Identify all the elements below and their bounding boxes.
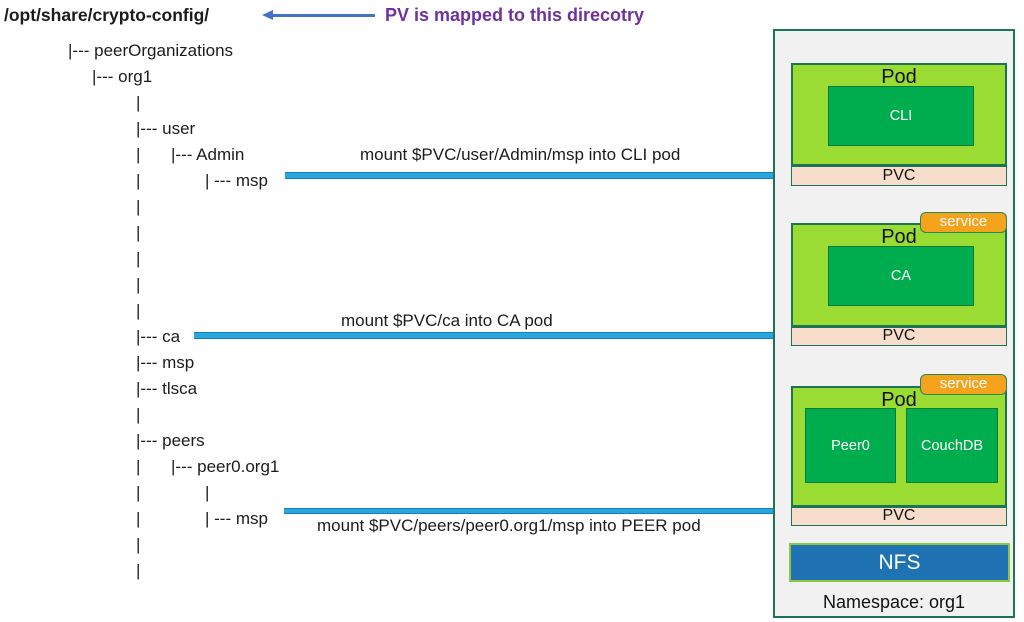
tree-row: |--- msp (0, 350, 780, 376)
tree-entry: |--- ca (136, 327, 181, 346)
tree-entry: |--- user (136, 119, 196, 138)
tree-entry: |--- peer0.org1 (171, 457, 280, 476)
note-arrow-line (272, 14, 375, 17)
tree-entry: |--- Admin (171, 145, 245, 164)
nfs-box: NFS (789, 543, 1010, 582)
pod-label: Pod (881, 66, 917, 88)
tree-row: | (0, 220, 780, 246)
container-couchdb: CouchDB (906, 408, 998, 483)
container-ca: CA (828, 246, 974, 306)
tree-row: |--- org1 (0, 64, 780, 90)
tree-entry: |--- peers (136, 431, 205, 450)
tree-row: | (0, 298, 780, 324)
service-badge-ca: service (920, 212, 1007, 233)
tree-row: | |--- Admin (0, 142, 780, 168)
namespace-panel: Pod CLI PVC service Pod CA PVC service P… (773, 29, 1015, 618)
tree-pipe: | (136, 301, 141, 320)
tree-pipe: | (136, 457, 141, 476)
tree-entry: |--- peerOrganizations (68, 41, 234, 60)
pod-label: Pod (881, 226, 917, 248)
page-title: /opt/share/crypto-config/ (4, 5, 210, 25)
tree-row: | (0, 246, 780, 272)
tree-row: || (0, 480, 780, 506)
tree-row: | (0, 532, 780, 558)
pvc-peer: PVC (791, 507, 1007, 526)
tree-row: | (0, 90, 780, 116)
pod-label: Pod (881, 389, 917, 411)
pvc-ca: PVC (791, 327, 1007, 346)
tree-row: |--- peers (0, 428, 780, 454)
tree-row: | (0, 402, 780, 428)
tree-entry: | --- msp (205, 509, 268, 528)
tree-row: |--- tlsca (0, 376, 780, 402)
tree-pipe: | (136, 535, 141, 554)
tree-pipe: | (136, 405, 141, 424)
tree-row: | |--- peer0.org1 (0, 454, 780, 480)
tree-pipe: | (136, 275, 141, 294)
container-peer0: Peer0 (805, 408, 896, 483)
tree-row: | (0, 272, 780, 298)
tree-entry: |--- msp (136, 353, 195, 372)
left-arrow-icon (262, 10, 273, 20)
tree-row: |--- user (0, 116, 780, 142)
tree-pipe: | (205, 483, 210, 502)
pvc-cli: PVC (791, 166, 1007, 186)
tree-pipe: | (136, 249, 141, 268)
mount-label-cli: mount $PVC/user/Admin/msp into CLI pod (360, 145, 681, 164)
tree-pipe: | (136, 145, 141, 164)
service-badge-peer: service (920, 374, 1007, 395)
mount-arrow-cli (285, 172, 777, 179)
tree-pipe: | (136, 171, 141, 190)
tree-pipe: | (136, 509, 141, 528)
mount-arrow-ca (194, 332, 777, 339)
tree-pipe: | (136, 197, 141, 216)
container-cli: CLI (828, 86, 974, 146)
tree-row: | | --- msp (0, 168, 780, 194)
mount-arrow-peer (284, 508, 778, 514)
namespace-label: Namespace: org1 (822, 592, 966, 612)
tree-entry: |--- org1 (92, 67, 153, 86)
tree-pipe: | (136, 483, 141, 502)
mount-label-ca: mount $PVC/ca into CA pod (341, 311, 553, 330)
tree-row: |--- peerOrganizations (0, 38, 780, 64)
tree-row: |--- ca (0, 324, 780, 350)
tree-pipe: | (136, 561, 141, 580)
tree-entry: |--- tlsca (136, 379, 198, 398)
tree-row: | (0, 558, 780, 584)
pv-note-label: PV is mapped to this direcotry (385, 5, 645, 25)
tree-pipe: | (136, 223, 141, 242)
tree-row: | (0, 194, 780, 220)
mount-label-peer: mount $PVC/peers/peer0.org1/msp into PEE… (317, 516, 701, 535)
tree-pipe: | (136, 93, 141, 112)
tree-row: | | --- msp (0, 506, 780, 532)
tree-entry: | --- msp (205, 171, 268, 190)
